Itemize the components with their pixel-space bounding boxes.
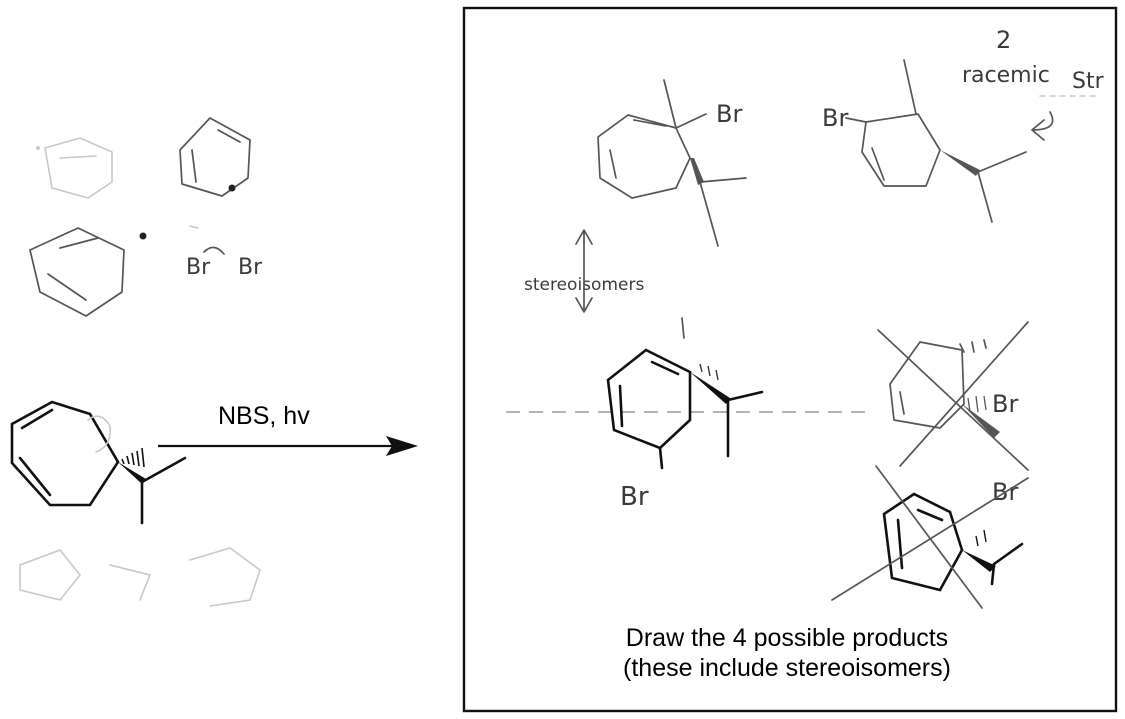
br-label-a: Br [716,100,742,128]
racemic-count: 2 [996,26,1011,54]
reagent-label: NBS, hv [218,402,310,430]
starting-material [10,400,187,525]
reaction-arrow [158,436,418,456]
answer-box [462,6,1118,713]
str-note: Str [1072,69,1105,94]
product-middle-left: Br [606,317,764,512]
product-top-left: Br [597,79,747,247]
scratch-radical-sketches: Br Br [19,117,263,607]
product-top-right: Br 2 racemic Str [822,26,1105,223]
scratch-br-1: Br [186,255,211,280]
stereoisomers-annotation: stereoisomers [524,229,644,313]
br-label-d: Br [992,390,1018,418]
prompt-line-1: Draw the 4 possible products [626,624,948,652]
hash-wedge [121,447,145,468]
br-label-b: Br [822,104,848,132]
prompt-line-2: (these include stereoisomers) [623,654,951,682]
scratch-br-2: Br [238,255,263,280]
product-bottom-right-crossed: Br [831,465,1029,609]
product-middle-right-crossed: Br [877,321,1029,471]
br-label-c: Br [620,482,649,512]
racemic-note: racemic [962,63,1050,88]
